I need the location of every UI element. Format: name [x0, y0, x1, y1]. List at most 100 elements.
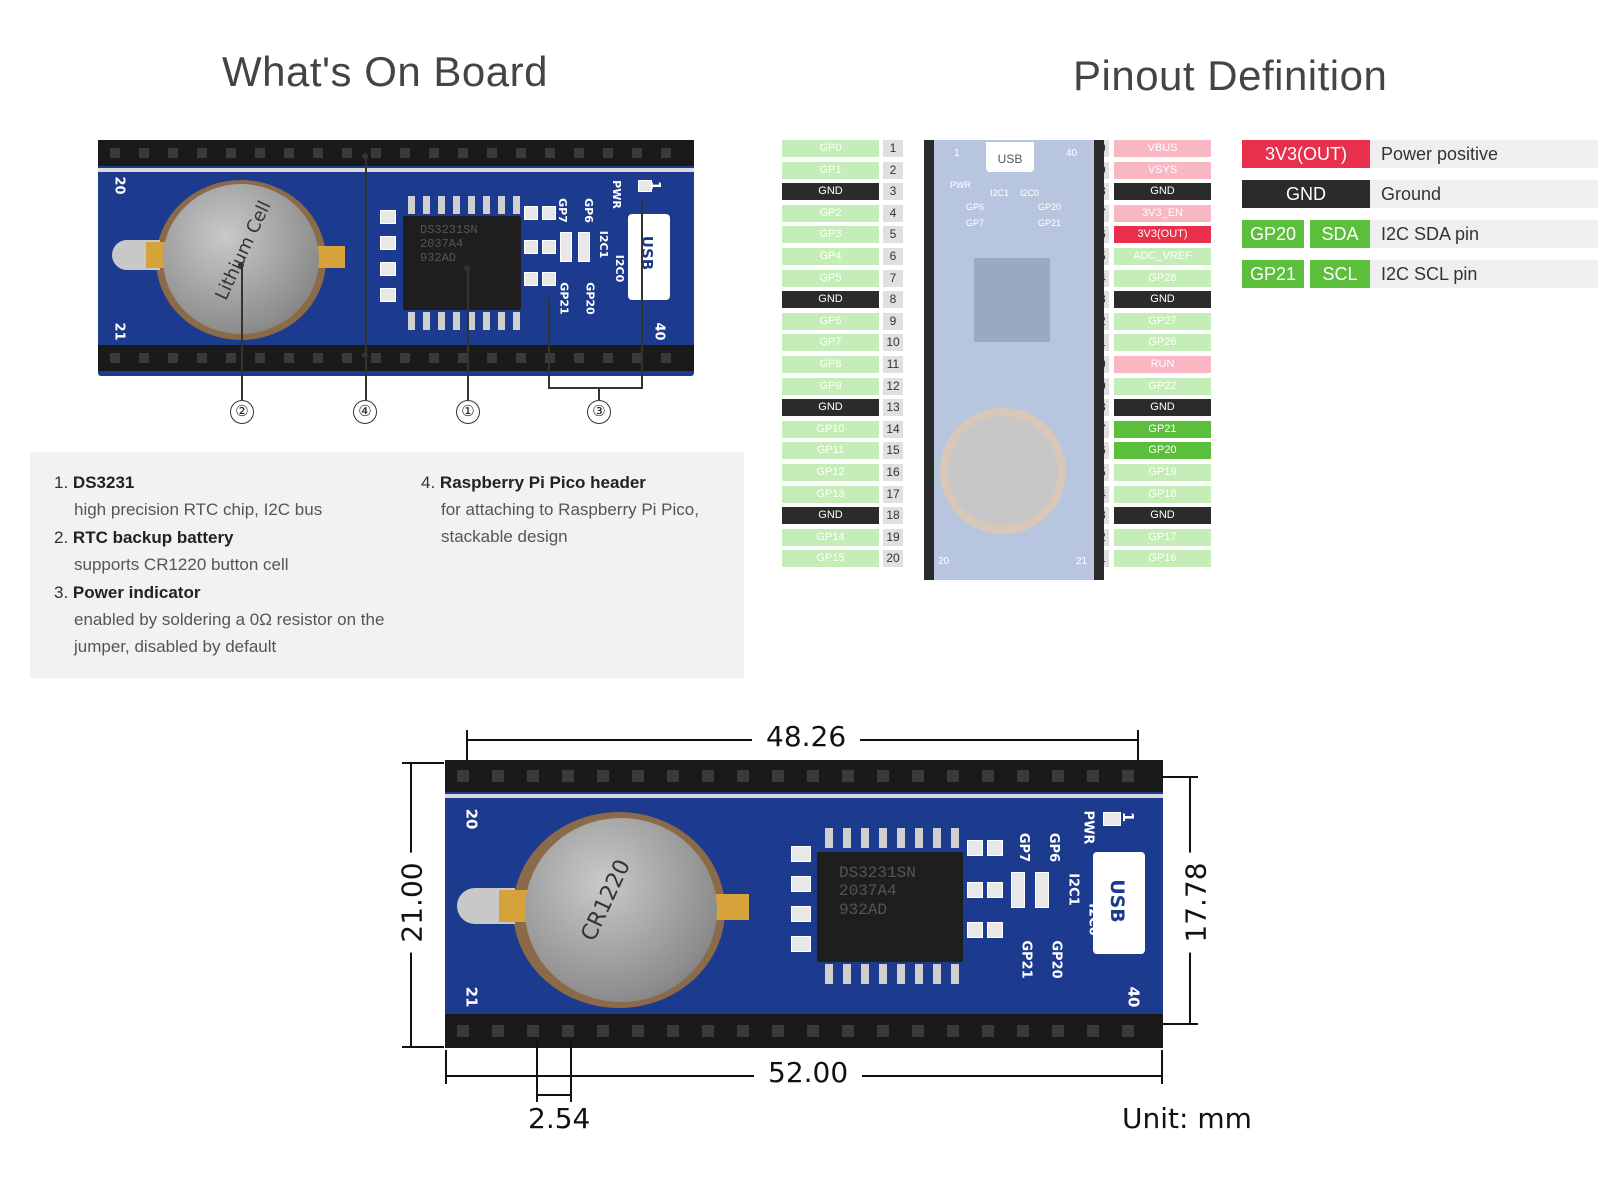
chip-leg	[453, 196, 460, 214]
i2c1-label-large: I2C1	[1065, 873, 1081, 906]
header-pin	[457, 1025, 469, 1037]
header-pin	[807, 770, 819, 782]
gp7-label-large: GP7	[1016, 832, 1032, 863]
header-pin	[603, 148, 613, 158]
dim-pitch-tick-right	[570, 1040, 572, 1102]
header-pin	[342, 148, 352, 158]
callout-line-3c	[548, 387, 643, 389]
callout-4: ④	[353, 400, 377, 424]
jumper-pad	[578, 232, 590, 262]
callout-2: ②	[230, 400, 254, 424]
mini-i2c0: I2C0	[1020, 188, 1040, 198]
chip-leg	[468, 312, 475, 330]
pin-number-left: 14	[883, 420, 903, 438]
pin-name-right: GP27	[1114, 312, 1211, 330]
jumper-pad	[987, 882, 1003, 898]
header-pin	[667, 770, 679, 782]
chip-leg	[513, 312, 520, 330]
pin-number-left: 3	[883, 183, 903, 201]
pin-name-left: GP7	[782, 334, 879, 352]
gp21-label-large: GP21	[1018, 940, 1034, 979]
pin-name-right: GND	[1114, 399, 1211, 417]
jumper-pad	[542, 240, 556, 254]
pin-name-left: GP12	[782, 464, 879, 481]
gp20-label-large: GP20	[1048, 940, 1064, 979]
header-pin	[982, 770, 994, 782]
header-pin	[912, 1025, 924, 1037]
legend-band	[1370, 220, 1598, 248]
callout-line-3a	[548, 298, 550, 388]
jumper-pad	[987, 922, 1003, 938]
chip-leg	[879, 964, 887, 984]
mini-coin	[940, 408, 1066, 534]
chip-leg	[483, 196, 490, 214]
jumper-pad	[791, 906, 811, 922]
legend-band	[1370, 180, 1598, 208]
pin-number-left: 4	[883, 204, 903, 222]
jumper-pad	[542, 272, 556, 286]
header-pin	[197, 148, 207, 158]
header-pin	[400, 353, 410, 363]
legend-band	[1370, 260, 1598, 288]
header-pin	[842, 770, 854, 782]
mini-usb: USB	[986, 142, 1034, 172]
jumper-pad	[380, 210, 396, 224]
callout-1: ①	[456, 400, 480, 424]
header-pin	[912, 770, 924, 782]
rtc-chip-large	[817, 852, 963, 962]
mini-pwr: PWR	[950, 180, 971, 190]
pin-number-left: 20	[883, 550, 903, 568]
header-pin	[1052, 1025, 1064, 1037]
dim-top-tick-right	[1137, 730, 1139, 760]
header-pin	[429, 353, 439, 363]
jumper-pad	[560, 232, 572, 262]
pin-name-left: GP13	[782, 485, 879, 503]
header-pin	[255, 148, 265, 158]
bottom-pin-header	[98, 345, 694, 371]
header-pin	[516, 353, 526, 363]
pin-number-left: 6	[883, 248, 903, 265]
pin-name-right: ADC_VREF	[1114, 248, 1211, 265]
header-pin	[772, 1025, 784, 1037]
board-section-title: What's On Board	[222, 48, 548, 95]
header-pin	[527, 770, 539, 782]
mini-gp21: GP21	[1038, 218, 1062, 228]
header-pin	[429, 148, 439, 158]
chip-leg	[468, 196, 475, 214]
pin-name-right: GP26	[1114, 334, 1211, 352]
pin-number-left: 13	[883, 399, 903, 417]
chip-leg	[915, 828, 923, 848]
mini-pin20: 20	[938, 556, 950, 567]
unit-label: Unit: mm	[1122, 1102, 1252, 1135]
mini-gp6: GP6	[966, 202, 985, 212]
header-pin	[313, 148, 323, 158]
pin-name-left: GP3	[782, 226, 879, 244]
jumper-pad	[380, 288, 396, 302]
feature-item-4: 4. Raspberry Pi Pico header for attachin…	[421, 473, 699, 546]
header-pin	[197, 353, 207, 363]
pin-number-left: 18	[883, 507, 903, 525]
dim-pitch: 2.54	[528, 1102, 591, 1135]
header-pin	[1017, 1025, 1029, 1037]
chip-leg	[483, 312, 490, 330]
header-pin	[562, 1025, 574, 1037]
header-pin	[487, 148, 497, 158]
dim-bottom-width: 52.00	[754, 1056, 863, 1089]
pin-name-right: GND	[1114, 507, 1211, 525]
chip-leg	[861, 964, 869, 984]
jumper-pad	[1035, 872, 1049, 908]
header-pin	[1122, 770, 1134, 782]
header-pin	[458, 353, 468, 363]
dim-pitch-tick-left	[536, 1040, 538, 1102]
pin-name-left: GP4	[782, 248, 879, 265]
pin-number-left: 12	[883, 377, 903, 395]
callout-line-4	[365, 156, 367, 400]
dim-bottom-tick-right	[1161, 1050, 1163, 1084]
dim-top-width: 48.26	[752, 720, 861, 753]
header-pin	[632, 1025, 644, 1037]
callout-dot-1	[464, 265, 470, 271]
header-pin	[632, 770, 644, 782]
header-pin	[168, 353, 178, 363]
pin-name-left: GP1	[782, 161, 879, 179]
pin-name-right: GP21	[1114, 420, 1211, 438]
